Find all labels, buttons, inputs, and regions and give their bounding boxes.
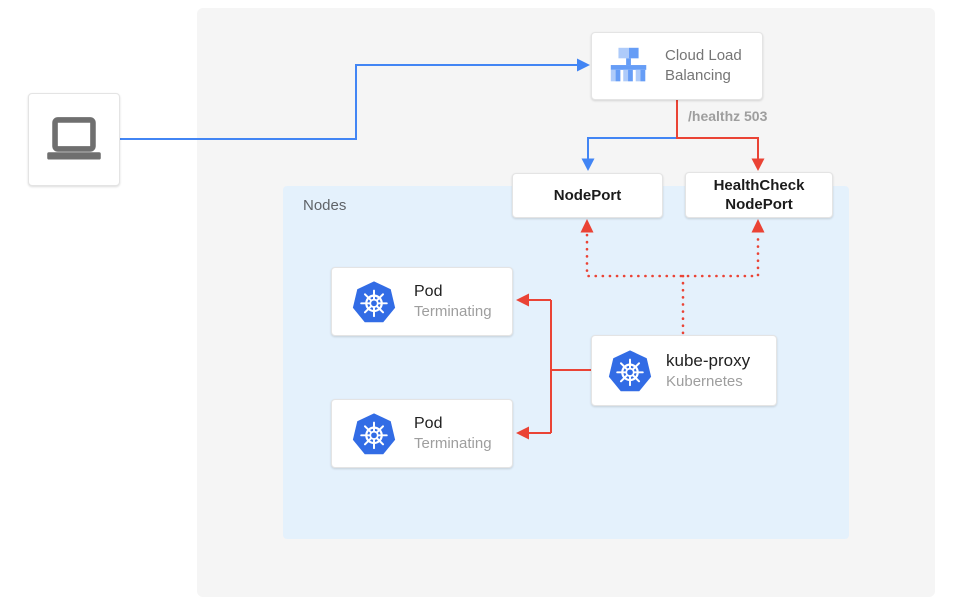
pod-text: Pod Terminating <box>414 413 492 454</box>
healthcheck-nodeport-label-line2: NodePort <box>725 196 793 213</box>
pod-title: Pod <box>414 415 443 432</box>
kubernetes-icon <box>608 349 652 393</box>
nodeport-label: NodePort <box>553 187 622 204</box>
kube-proxy-node: kube-proxy Kubernetes <box>591 335 777 406</box>
load-balancer-icon <box>606 46 652 86</box>
kube-proxy-subtitle: Kubernetes <box>666 372 743 390</box>
pod-status: Terminating <box>414 303 492 320</box>
client-node <box>28 93 120 186</box>
pod-node-1: Pod Terminating <box>331 267 513 336</box>
kube-proxy-text: kube-proxy Kubernetes <box>666 350 750 392</box>
healthcheck-nodeport-node: HealthCheck NodePort <box>685 172 833 218</box>
kubernetes-icon <box>352 412 396 456</box>
nodeport-node: NodePort <box>512 173 663 218</box>
pod-text: Pod Terminating <box>414 281 492 322</box>
pod-status: Terminating <box>414 435 492 452</box>
pod-title: Pod <box>414 283 443 300</box>
kube-proxy-title: kube-proxy <box>666 350 751 370</box>
healthz-status-label: /healthz 503 <box>688 108 768 124</box>
cloud-load-balancing-label: Cloud Load Balancing <box>665 47 742 84</box>
healthcheck-nodeport-label-line1: HealthCheck <box>713 177 805 194</box>
laptop-icon <box>45 116 103 164</box>
kubernetes-icon <box>352 280 396 324</box>
nodes-label: Nodes <box>303 197 347 214</box>
pod-node-2: Pod Terminating <box>331 399 513 468</box>
cloud-load-balancing-node: Cloud Load Balancing <box>591 32 763 100</box>
